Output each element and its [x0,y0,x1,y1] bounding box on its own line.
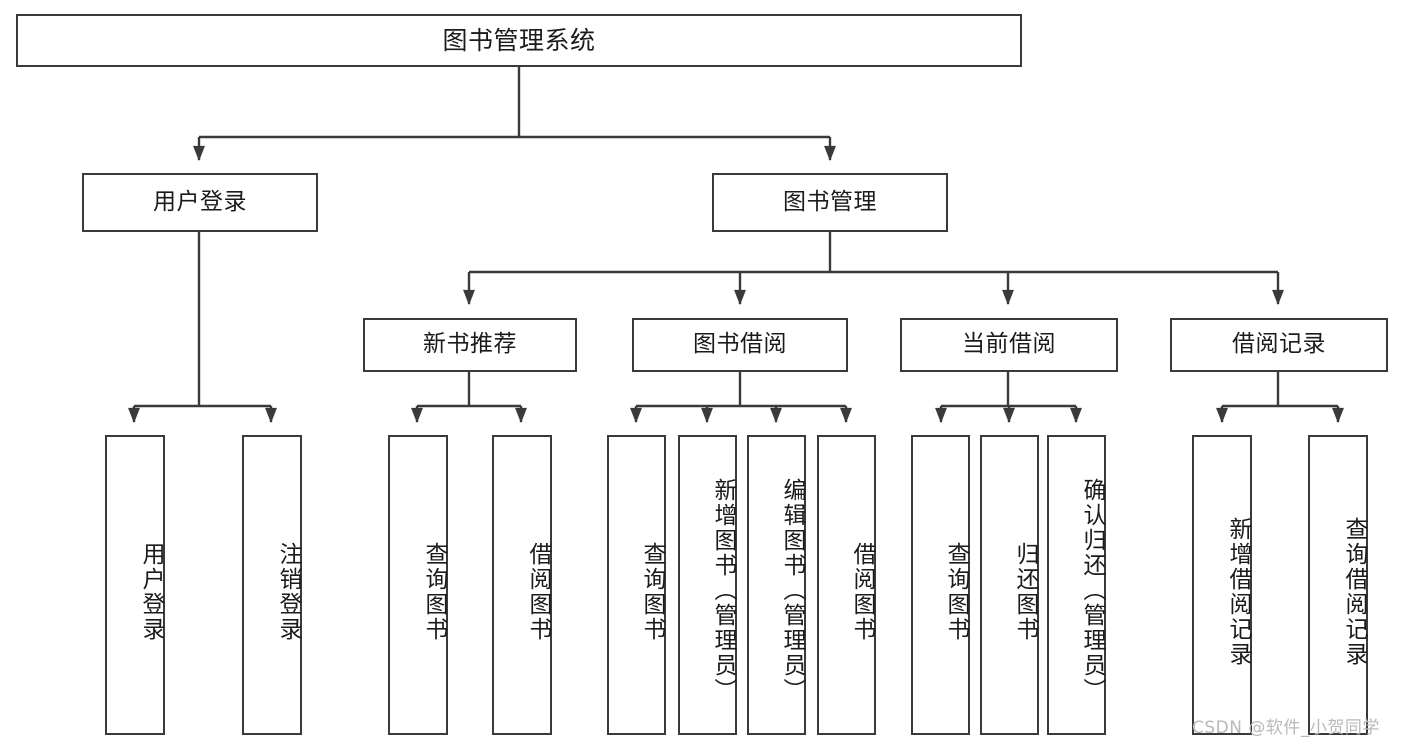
node-current-borrow[interactable]: 当前借阅 [900,318,1118,372]
leaf-query-record-label: 查询借阅记录 [1341,517,1367,667]
leaf-confirm-return-label: 确认归还（管理员） [1079,477,1105,703]
node-user-login[interactable]: 用户登录 [82,173,318,232]
node-root[interactable]: 图书管理系统 [16,14,1022,67]
node-new-book-recommend[interactable]: 新书推荐 [363,318,577,372]
leaf-edit-book-label: 编辑图书（管理员） [779,477,805,703]
csdn-watermark: CSDN @软件_小贺同学 [1192,718,1380,738]
leaf-edit-book[interactable]: 编辑图书（管理员） [747,435,806,735]
node-borrow-record[interactable]: 借阅记录 [1170,318,1388,372]
leaf-query-book-3-label: 查询图书 [943,542,969,642]
leaf-add-book-label: 新增图书（管理员） [710,477,736,703]
leaf-borrow-book-2-label: 借阅图书 [849,542,875,642]
leaf-query-book-1[interactable]: 查询图书 [388,435,448,735]
node-current-borrow-label: 当前借阅 [962,331,1056,358]
leaf-query-book-3[interactable]: 查询图书 [911,435,970,735]
leaf-user-login[interactable]: 用户登录 [105,435,165,735]
node-user-login-label: 用户登录 [153,188,247,215]
leaf-logout[interactable]: 注销登录 [242,435,302,735]
leaf-confirm-return[interactable]: 确认归还（管理员） [1047,435,1106,735]
leaf-user-login-label: 用户登录 [138,542,164,642]
leaf-query-book-1-label: 查询图书 [421,542,447,642]
node-book-borrow[interactable]: 图书借阅 [632,318,848,372]
node-book-borrow-label: 图书借阅 [693,331,787,358]
leaf-borrow-book-1[interactable]: 借阅图书 [492,435,552,735]
leaf-query-record[interactable]: 查询借阅记录 [1308,435,1368,735]
leaf-return-book[interactable]: 归还图书 [980,435,1039,735]
leaf-add-book[interactable]: 新增图书（管理员） [678,435,737,735]
node-book-manage-label: 图书管理 [783,188,877,215]
node-root-label: 图书管理系统 [442,25,596,55]
leaf-add-record-label: 新增借阅记录 [1225,517,1251,667]
leaf-query-book-2-label: 查询图书 [639,542,665,642]
node-borrow-record-label: 借阅记录 [1232,331,1326,358]
node-book-manage[interactable]: 图书管理 [712,173,948,232]
leaf-query-book-2[interactable]: 查询图书 [607,435,666,735]
leaf-borrow-book-1-label: 借阅图书 [525,542,551,642]
leaf-logout-label: 注销登录 [275,542,301,642]
leaf-borrow-book-2[interactable]: 借阅图书 [817,435,876,735]
leaf-add-record[interactable]: 新增借阅记录 [1192,435,1252,735]
node-new-book-recommend-label: 新书推荐 [423,331,517,358]
leaf-return-book-label: 归还图书 [1012,542,1038,642]
